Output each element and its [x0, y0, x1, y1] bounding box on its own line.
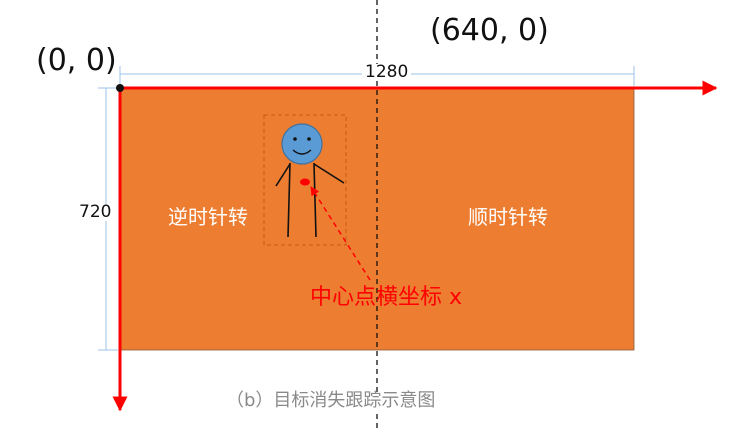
face-icon — [281, 123, 323, 165]
counterclockwise-region-label: 逆时针转 — [168, 205, 248, 229]
origin-coordinate-label: (0, 0) — [36, 43, 117, 78]
origin-dot — [116, 84, 124, 92]
height-label: 720 — [77, 202, 114, 222]
center-point — [300, 178, 310, 186]
mid-coordinate-label: (640, 0) — [430, 13, 549, 48]
figure-caption: （b）目标消失跟踪示意图 — [226, 390, 436, 411]
clockwise-region-label: 顺时针转 — [468, 205, 548, 229]
width-label: 1280 — [362, 64, 412, 81]
target-bounding-box — [263, 114, 347, 246]
stick-figure — [275, 123, 345, 238]
center-x-label: 中心点横坐标 x — [310, 285, 463, 310]
center-point-pointer — [310, 186, 371, 281]
